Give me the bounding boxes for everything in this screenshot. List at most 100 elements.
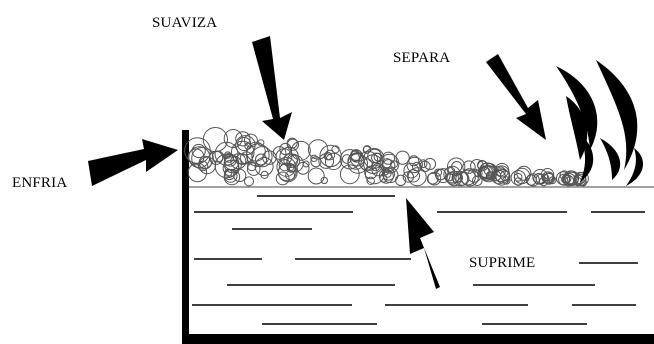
foam-bubble xyxy=(275,148,293,166)
foam-bubble xyxy=(310,156,322,168)
label-suprime: SUPRIME xyxy=(469,255,535,271)
foam-bubble xyxy=(230,140,255,165)
foam-bubble xyxy=(239,151,253,165)
foam-bubble xyxy=(543,172,555,185)
foam-bubble xyxy=(198,156,216,175)
foam-bubble xyxy=(371,162,385,177)
foam-bubble xyxy=(407,167,427,187)
foam-bubble xyxy=(350,149,364,163)
foam-bubble xyxy=(197,160,209,172)
label-suaviza: SUAVIZA xyxy=(152,15,217,31)
foam-bubble xyxy=(255,153,267,166)
foam-bubble xyxy=(427,171,442,186)
separa-arrow-icon xyxy=(486,54,546,140)
flame-icon xyxy=(556,60,644,186)
foam-bubble xyxy=(479,162,497,180)
foam-bubble xyxy=(412,161,422,172)
foam-bubble xyxy=(272,146,287,160)
foam-bubble xyxy=(279,146,299,167)
foam-bubble xyxy=(371,152,382,164)
foam-bubbles xyxy=(184,127,589,187)
foam-bubble xyxy=(559,170,570,180)
foam-bubble xyxy=(339,164,360,185)
foam-bubble xyxy=(223,129,243,148)
foam-bubble xyxy=(278,159,291,172)
foam-bubble xyxy=(540,168,555,182)
foam-bubble xyxy=(495,166,506,177)
foam-bubble xyxy=(462,160,476,174)
foam-bubble xyxy=(362,145,371,154)
foam-bubble xyxy=(535,173,546,185)
foam-bubble xyxy=(561,176,569,184)
foam-bubble xyxy=(402,171,414,183)
foam-bubble xyxy=(184,137,211,164)
foam-bubble xyxy=(230,153,247,170)
foam-bubble xyxy=(513,167,531,185)
foam-bubble xyxy=(246,162,261,176)
foam-bubble xyxy=(275,171,290,186)
foam-bubble xyxy=(579,179,588,187)
foam-bubble xyxy=(419,160,431,173)
foam-bubble xyxy=(260,170,269,179)
foam-bubble xyxy=(285,170,296,181)
tank-bottom-wall xyxy=(182,334,654,344)
foam-bubble xyxy=(302,160,310,168)
foam-bubble xyxy=(307,167,325,185)
suaviza-arrow-icon xyxy=(252,36,292,140)
foam-bubble xyxy=(254,157,274,176)
foam-bubble xyxy=(379,174,388,183)
foam-bubble xyxy=(390,160,398,169)
label-enfria: ENFRIA xyxy=(12,175,67,191)
foam-bubble xyxy=(291,140,311,161)
tank-left-wall xyxy=(182,130,189,344)
foam-bubble xyxy=(418,159,428,169)
foam-bubble xyxy=(318,153,335,169)
foam-bubble xyxy=(244,176,254,187)
foam-bubble xyxy=(339,149,361,170)
foam-bubble xyxy=(366,176,375,186)
foam-bubble xyxy=(564,171,579,187)
foam-bubble xyxy=(447,157,466,176)
foam-bubble xyxy=(460,169,476,186)
foam-bubble xyxy=(319,144,342,168)
foam-bubble xyxy=(212,150,224,163)
foam-bubble xyxy=(516,165,532,181)
foam-bubble xyxy=(423,157,437,171)
foam-bubble xyxy=(191,143,206,159)
foam-bubble xyxy=(358,150,379,171)
enfria-arrow-icon xyxy=(88,139,178,186)
foam-bubble xyxy=(324,152,343,171)
foam-bubble xyxy=(364,164,385,185)
foam-bubble xyxy=(307,139,329,160)
foam-bubble xyxy=(395,150,410,165)
foam-bubble xyxy=(222,159,240,177)
foam-bubble xyxy=(435,168,451,184)
foam-bubble xyxy=(486,171,496,181)
suprime-arrow-icon xyxy=(406,198,440,289)
foam-bubble xyxy=(279,142,292,156)
water-lines xyxy=(192,195,645,325)
foam-bubble xyxy=(408,155,420,167)
foam-bubble xyxy=(510,170,526,186)
arrows xyxy=(88,36,546,289)
foam-bubble xyxy=(532,169,548,185)
foam-bubble xyxy=(472,175,483,186)
foam-bubble xyxy=(323,151,333,161)
foam-bubble xyxy=(286,153,301,168)
foam-bubble xyxy=(548,176,557,185)
foam-bubble xyxy=(257,139,265,147)
foam-bubble xyxy=(445,171,459,185)
foam-bubble xyxy=(406,156,423,174)
foam-bubble xyxy=(223,168,241,186)
foam-bubble xyxy=(452,170,469,187)
foam-bubble xyxy=(286,163,296,173)
foam-bubble xyxy=(502,176,511,185)
foam-bubble xyxy=(460,168,479,187)
foam-bubble xyxy=(381,158,392,169)
foam-bubble xyxy=(286,138,299,151)
foam-bubble xyxy=(235,131,251,147)
foam-bubble xyxy=(342,154,352,164)
label-separa: SEPARA xyxy=(393,50,450,66)
foam-bubble xyxy=(558,173,571,186)
